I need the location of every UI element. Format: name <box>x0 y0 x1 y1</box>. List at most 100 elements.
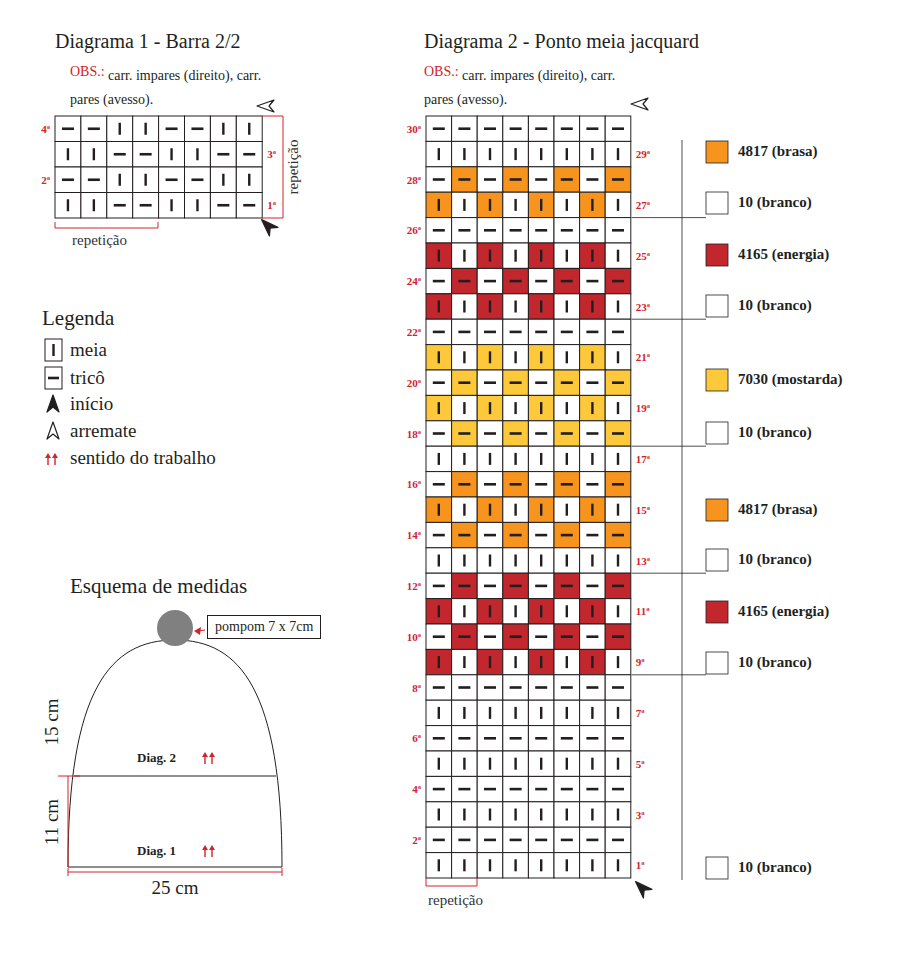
grid-cell <box>452 700 478 725</box>
meia-mark <box>566 555 568 567</box>
row-number: 19ª <box>636 402 650 415</box>
trico-mark <box>612 127 624 130</box>
grid-cell <box>528 192 554 217</box>
grid-cell <box>503 802 529 827</box>
row-number: 1ª <box>267 199 276 212</box>
grid-cell <box>81 167 107 193</box>
grid-cell <box>503 548 529 573</box>
trico-mark <box>586 534 598 537</box>
color-swatch <box>706 192 728 214</box>
grid-cell <box>554 421 580 446</box>
meia-mark <box>591 199 593 211</box>
trico-mark <box>484 280 496 283</box>
row-number: 27ª <box>636 199 650 212</box>
grid-cell <box>554 268 580 293</box>
finish-arrow <box>257 100 274 112</box>
trico-mark <box>484 127 496 130</box>
legend-leader <box>632 446 706 447</box>
trico-mark <box>510 737 522 740</box>
grid-cell <box>426 802 452 827</box>
trico-mark <box>243 204 255 207</box>
trico-mark <box>433 686 445 689</box>
grid-cell <box>452 192 478 217</box>
grid-cell <box>503 497 529 522</box>
trico-mark <box>612 280 624 283</box>
trico-mark <box>484 432 496 435</box>
trico-mark <box>458 686 470 689</box>
meia-mark <box>591 758 593 770</box>
meia-mark <box>566 605 568 617</box>
trico-mark <box>535 178 547 181</box>
grid-cell <box>477 675 503 700</box>
meia-mark <box>566 504 568 516</box>
meia-mark <box>489 758 491 770</box>
grid-cell <box>426 421 452 446</box>
grid-cell <box>580 116 606 141</box>
grid-cell <box>452 675 478 700</box>
meia-mark <box>463 809 465 821</box>
meia-mark <box>514 199 516 211</box>
row-number: 4ª <box>41 122 50 135</box>
meia-mark <box>463 402 465 414</box>
grid-cell <box>426 192 452 217</box>
row-number: 5ª <box>636 757 645 770</box>
meia-mark <box>540 656 542 668</box>
grid-cell <box>580 573 606 598</box>
work-direction-arrows <box>202 845 215 857</box>
dimension-line <box>58 776 282 876</box>
grid-cell <box>452 522 478 547</box>
grid-cell <box>605 319 631 344</box>
trico-mark <box>561 280 573 283</box>
trico-mark <box>561 534 573 537</box>
trico-mark <box>535 331 547 334</box>
grid-cell <box>605 624 631 649</box>
grid-cell <box>580 548 606 573</box>
trico-mark <box>510 127 522 130</box>
grid-cell <box>605 192 631 217</box>
grid-cell <box>133 167 159 193</box>
legend-text: 7030 (mostarda) <box>738 371 843 388</box>
grid-cell <box>554 370 580 395</box>
meia-mark <box>591 809 593 821</box>
meia-mark <box>463 504 465 516</box>
meia-mark <box>566 301 568 313</box>
grid-cell <box>477 522 503 547</box>
trico-mark <box>433 381 445 384</box>
trico-mark <box>510 839 522 842</box>
trico-mark <box>484 635 496 638</box>
trico-mark <box>458 331 470 334</box>
trico-mark <box>535 432 547 435</box>
trico-mark <box>191 127 203 130</box>
grid-cell <box>426 675 452 700</box>
grid-cell <box>605 218 631 243</box>
meia-mark <box>566 453 568 465</box>
trico-mark <box>510 585 522 588</box>
trico-mark <box>484 534 496 537</box>
note-label: OBS.: <box>424 64 459 80</box>
meia-mark <box>591 402 593 414</box>
grid-cell <box>426 319 452 344</box>
grid-cell <box>528 141 554 166</box>
trico-mark <box>433 585 445 588</box>
grid-cell <box>528 218 554 243</box>
meia-mark <box>514 758 516 770</box>
grid-cell <box>528 548 554 573</box>
grid-cell <box>236 193 262 219</box>
grid-cell <box>236 167 262 193</box>
grid-cell <box>477 243 503 268</box>
legend-leader <box>632 319 706 320</box>
grid-cell <box>477 319 503 344</box>
hat-scheme <box>58 610 282 876</box>
grid-cell <box>503 472 529 497</box>
meia-mark <box>566 859 568 871</box>
trico-mark <box>433 178 445 181</box>
legend-text: 4165 (energia) <box>738 603 829 620</box>
start-arrow <box>47 395 59 412</box>
legend-text: 4817 (brasa) <box>738 501 818 518</box>
trico-mark <box>586 483 598 486</box>
dimension: 11 cm <box>41 799 63 845</box>
meia-mark <box>566 250 568 262</box>
meia-mark <box>617 453 619 465</box>
grid-cell <box>580 192 606 217</box>
